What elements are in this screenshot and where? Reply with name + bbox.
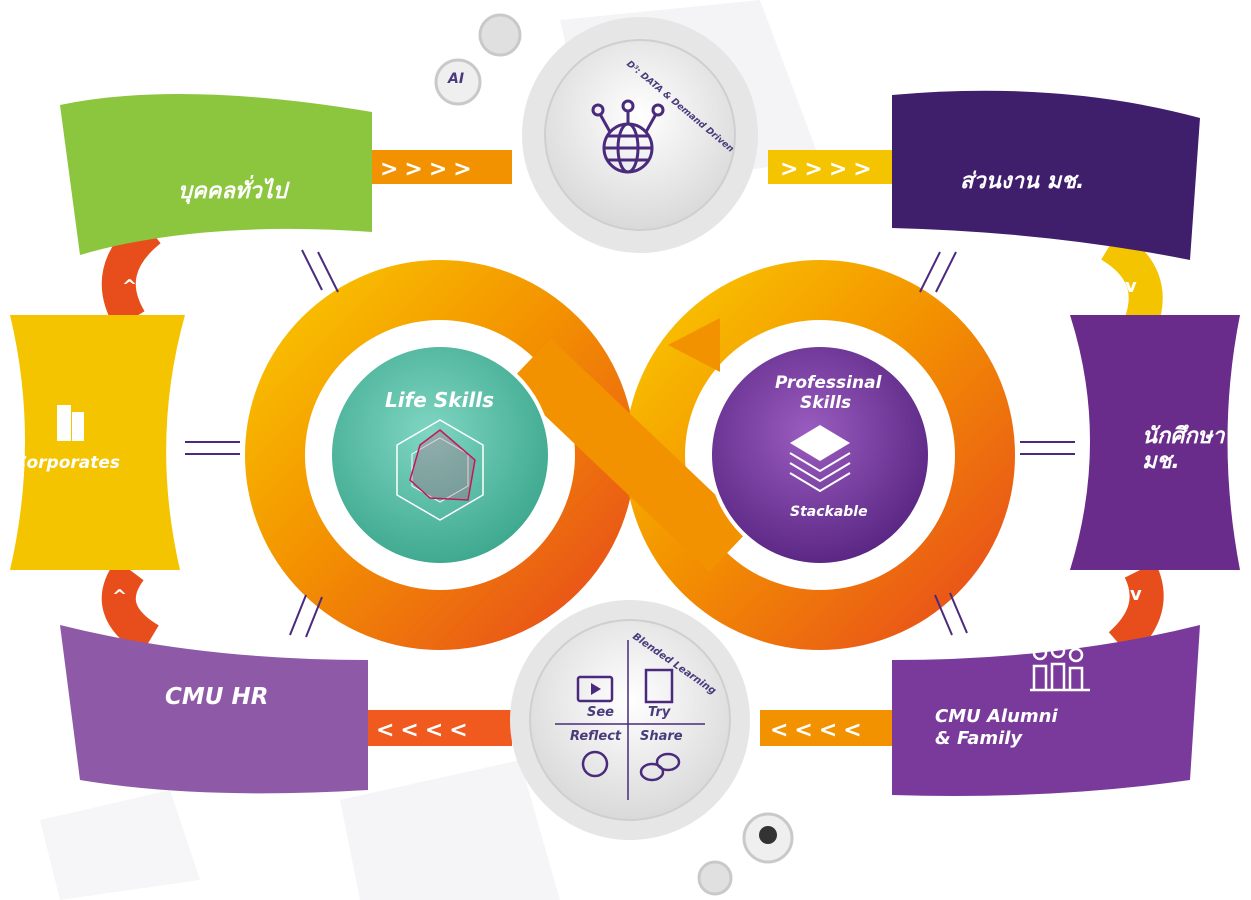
see-label: See [587, 705, 614, 720]
arrow-top-left [372, 150, 512, 184]
arrow-bottom-left [368, 710, 512, 746]
outer-cycle-arrows: ^ ^ v v [101, 150, 1164, 746]
arrow-chevrons-left: <<<< [770, 718, 868, 743]
small-gear [478, 13, 522, 57]
node-cmu-units-shape [892, 90, 1200, 260]
arrow-right-lower [1108, 562, 1164, 658]
background-shape [40, 790, 200, 900]
chat-bubbles-icon [655, 752, 681, 772]
loop-arrow-head [668, 318, 720, 372]
general-public-label: บุคคลทั่วไป [178, 179, 287, 204]
node-cmu-hr-shape [60, 625, 368, 794]
bottom-gear [510, 600, 794, 896]
building-icon [57, 405, 84, 441]
chevron-marks: v [1125, 276, 1137, 297]
stack-layers-icon [789, 425, 851, 493]
chevron-marks: v [1130, 584, 1142, 605]
video-screen-icon [576, 675, 614, 703]
arrow-bottom-right [760, 710, 892, 746]
background-shape [340, 760, 560, 900]
ai-badge-label: AI [448, 71, 465, 87]
chevron-marks: ^ [122, 276, 137, 297]
reflect-label: Reflect [570, 729, 622, 744]
chat-bubbles-icon [639, 762, 665, 782]
share-label: Share [640, 729, 683, 744]
arrow-chevrons-right: >>>> [380, 157, 478, 182]
arrow-left-lower [101, 559, 160, 655]
node-general-public-shape [60, 94, 372, 255]
node-corporates-shape [10, 315, 185, 570]
corporates-label: Corporates [14, 453, 121, 473]
cmu-students-label-line2: มช. [1142, 449, 1180, 474]
cmu-students-label-line1: นักศึกษา [1142, 424, 1225, 449]
node-cmu-students-shape [1070, 315, 1240, 570]
top-gear [434, 13, 758, 253]
video-screen-icon [591, 683, 601, 695]
exchange-arrows [185, 249, 1075, 638]
cmu-alumni-label-line1: CMU Alumni [935, 706, 1058, 727]
chevron-marks: ^ [112, 586, 127, 607]
node-cmu-alumni-shape [892, 625, 1200, 796]
arrow-chevrons-right: >>>> [780, 157, 878, 182]
cmu-alumni-label-line2: & Family [935, 728, 1023, 749]
radar-chart-icon [396, 419, 484, 521]
professional-skills-label-line1: Professinal [775, 373, 882, 393]
small-gear [697, 860, 733, 896]
documents-icon [644, 668, 674, 704]
globe-network-icon [591, 99, 665, 174]
stackable-label: Stackable [790, 504, 868, 520]
arrow-right-upper [1100, 230, 1163, 332]
professional-skills-label-line2: Skills [800, 393, 852, 413]
arrow-chevrons-left: <<<< [376, 718, 474, 743]
head-reflect-icon [581, 750, 609, 778]
person-avatar-icon [759, 826, 777, 844]
ai-gear [434, 58, 482, 106]
cmu-units-label: ส่วนงาน มช. [960, 169, 1085, 194]
life-skills-circle [328, 343, 552, 567]
try-label: Try [648, 705, 671, 720]
life-skills-label: Life Skills [385, 388, 495, 412]
arrow-top-right [768, 150, 898, 184]
infinity-loop [245, 260, 1015, 650]
family-group-icon [1030, 643, 1090, 692]
cmu-hr-label: CMU HR [165, 684, 269, 710]
